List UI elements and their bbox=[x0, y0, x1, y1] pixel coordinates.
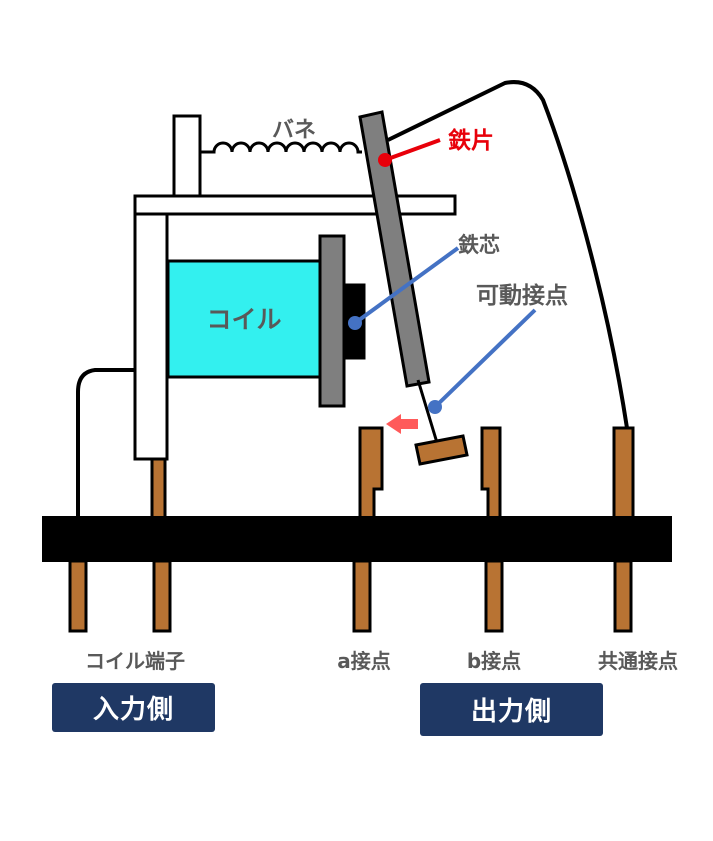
yoke bbox=[133, 212, 169, 461]
terminal-pin bbox=[613, 559, 633, 633]
terminal-pin bbox=[68, 559, 88, 633]
common-contact bbox=[612, 426, 635, 521]
coil-lead-wire bbox=[76, 368, 135, 518]
movable-contact-label: 可動接点 bbox=[476, 283, 568, 309]
armature-pointer-dot bbox=[378, 153, 392, 167]
spring bbox=[200, 141, 362, 154]
coil-body bbox=[166, 259, 322, 379]
spring-post bbox=[172, 114, 202, 198]
iron-core-pointer-dot bbox=[348, 316, 362, 330]
output-side-label: 出力側 bbox=[470, 697, 552, 727]
a-contact bbox=[358, 426, 384, 521]
coil-label: コイル bbox=[206, 305, 281, 334]
movable-contact-pointer-dot bbox=[428, 400, 442, 414]
iron-core-pointer bbox=[353, 246, 460, 325]
common-lead-wire bbox=[387, 80, 629, 429]
common-contact-label: 共通接点 bbox=[598, 649, 678, 673]
movable-contact-arm bbox=[416, 379, 440, 447]
movable-contact bbox=[414, 434, 469, 466]
armature-pointer bbox=[384, 138, 441, 162]
output-side-badge: 出力側 bbox=[420, 683, 603, 736]
a-contact-label: a接点 bbox=[337, 649, 391, 673]
iron-core-label: 鉄芯 bbox=[458, 233, 500, 257]
armature-label: 鉄片 bbox=[448, 127, 494, 154]
spring-label: バネ bbox=[272, 118, 316, 143]
input-side-label: 入力側 bbox=[92, 695, 174, 725]
armature bbox=[358, 110, 431, 388]
terminal-pin bbox=[152, 559, 172, 633]
top-plate bbox=[133, 194, 457, 216]
movable-contact-pointer bbox=[433, 308, 537, 409]
input-side-badge: 入力側 bbox=[52, 683, 215, 732]
terminal-pin bbox=[484, 559, 504, 633]
terminal-pin bbox=[352, 559, 372, 633]
bobbin-flange bbox=[318, 234, 346, 408]
motion-arrow-icon bbox=[386, 414, 418, 434]
b-contact-label: b接点 bbox=[467, 649, 521, 673]
coil-terminal-pin-upper bbox=[150, 457, 167, 521]
b-contact bbox=[480, 426, 502, 521]
base-plate bbox=[42, 516, 672, 562]
coil-terminal-label: コイル端子 bbox=[85, 649, 185, 673]
